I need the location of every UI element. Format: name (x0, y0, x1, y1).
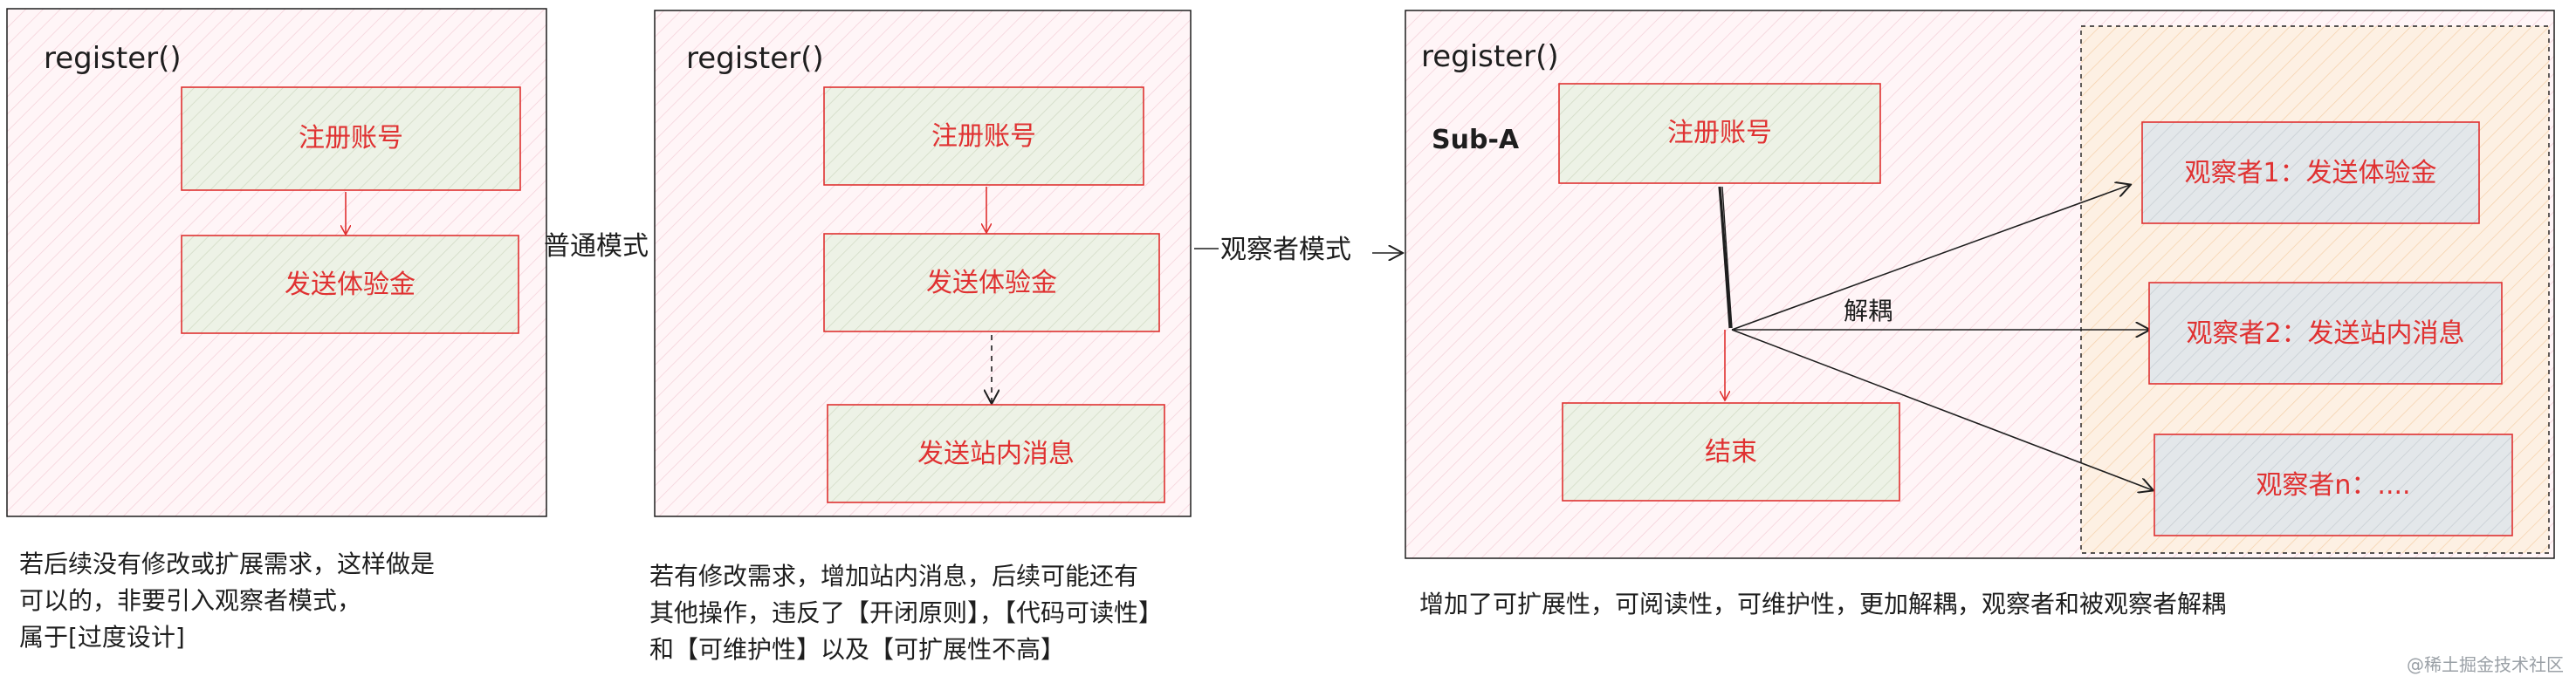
note-2-line-1: 若有修改需求，增加站内消息，后续可能还有 (649, 562, 1139, 591)
observer-box-1: 观察者1：发送体验金 (2141, 121, 2480, 224)
publisher-stroke (1718, 186, 1732, 329)
arrow-to-observer-n (1731, 329, 2153, 490)
note-2: 若有修改需求，增加站内消息，后续可能还有 其他操作，违反了【开闭原则】，【代码可… (649, 558, 1163, 668)
panel-3-func-label: register() (1421, 39, 1559, 74)
watermark: @稀土掘金技术社区 (2407, 654, 2564, 675)
note-2-line-2: 其他操作，违反了【开闭原则】，【代码可读性】 (649, 598, 1164, 627)
panel-1-box-register-label: 注册账号 (299, 123, 403, 154)
panel-3: register() Sub-A 注册账号 结束 解耦 观察者1：发送体验金 观… (1405, 10, 2555, 559)
panel-1-box-send-coupon: 发送体验金 (181, 235, 519, 334)
panel-3-box-end: 结束 (1562, 402, 1900, 502)
note-2-line-3: 和【可维护性】以及【可扩展性不高】 (649, 635, 1066, 664)
panel-2-box-send-message-label: 发送站内消息 (917, 439, 1075, 469)
note-1-line-2: 可以的，非要引入观察者模式， (19, 586, 362, 615)
panel-2: register() 注册账号 发送体验金 发送站内消息 (654, 10, 1192, 517)
panel-1-box-register: 注册账号 (181, 86, 521, 191)
observer-n-label: 观察者n：.... (2256, 470, 2410, 501)
panel-3-sub-label: Sub-A (1432, 125, 1520, 155)
note-1-line-1: 若后续没有修改或扩展需求，这样做是 (19, 550, 436, 578)
panel-2-box-register: 注册账号 (823, 86, 1144, 186)
observer-box-2: 观察者2：发送站内消息 (2148, 282, 2503, 385)
panel-2-box-send-message: 发送站内消息 (827, 404, 1165, 503)
panel-2-box-send-coupon: 发送体验金 (823, 233, 1160, 332)
note-3: 增加了可扩展性，可阅读性，可维护性，更加解耦，观察者和被观察者解耦 (1419, 586, 2226, 623)
note-1: 若后续没有修改或扩展需求，这样做是 可以的，非要引入观察者模式， 属于[过度设计… (19, 546, 435, 656)
observer-2-label: 观察者2：发送站内消息 (2186, 318, 2464, 349)
arrow-to-observer-1 (1731, 185, 2130, 331)
decouple-label: 解耦 (1844, 297, 1893, 325)
panel-3-box-register: 注册账号 (1558, 83, 1881, 184)
panel-2-box-register-label: 注册账号 (931, 121, 1036, 152)
note-1-line-3: 属于[过度设计] (19, 623, 185, 652)
observer-1-label: 观察者1：发送体验金 (2184, 158, 2436, 188)
panel-3-box-end-label: 结束 (1705, 437, 1757, 468)
panel-1-box-send-coupon-label: 发送体验金 (285, 270, 416, 300)
panel-2-func-label: register() (686, 41, 824, 76)
observer-box-n: 观察者n：.... (2154, 434, 2513, 536)
panel-1-func-label: register() (44, 41, 182, 76)
panel-3-box-register-label: 注册账号 (1667, 118, 1772, 148)
panel-2-box-send-coupon-label: 发送体验金 (926, 268, 1057, 298)
note-3-line-1: 增加了可扩展性，可阅读性，可维护性，更加解耦，观察者和被观察者解耦 (1419, 590, 2227, 618)
panel-1: register() 注册账号 发送体验金 (6, 8, 547, 517)
connector-2-label: 观察者模式 (1220, 235, 1351, 265)
connector-1-label: 普通模式 (544, 231, 649, 262)
connector-2: 观察者模式 (1194, 235, 1402, 265)
